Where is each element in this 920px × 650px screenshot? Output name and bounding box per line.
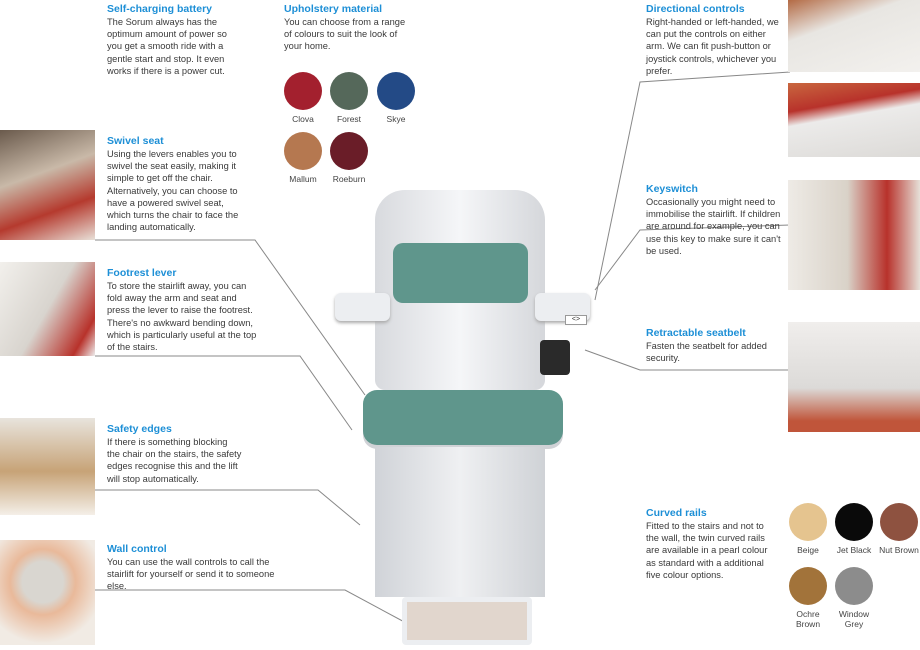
- wall-title: Wall control: [107, 543, 167, 555]
- safety-text: If there is something blocking the chair…: [107, 437, 242, 484]
- swatch-circle: [835, 567, 873, 605]
- swatch-circle: [880, 503, 918, 541]
- keyswitch-photo: [788, 180, 920, 290]
- swatch-label: Skye: [386, 114, 406, 124]
- footrest-title: Footrest lever: [107, 267, 177, 279]
- stairlift-chair: <>: [330, 185, 610, 650]
- chair-base: [375, 447, 545, 597]
- seatbelt-text: Fasten the seatbelt for added security.: [646, 341, 767, 364]
- rails-text: Fitted to the stairs and not to the wall…: [646, 521, 768, 580]
- swatch-circle: [284, 72, 322, 110]
- seatbelt-title: Retractable seatbelt: [646, 327, 746, 339]
- swatch-forest: Forest: [330, 72, 368, 124]
- swatch-label: Clova: [292, 114, 314, 124]
- rails-title: Curved rails: [646, 507, 707, 519]
- rail-swatch-jet-black: Jet Black: [834, 503, 874, 555]
- swatch-label: Roeburn: [332, 174, 366, 184]
- swivel-title: Swivel seat: [107, 135, 164, 147]
- keyswitch-text: Occasionally you might need to immobilis…: [646, 197, 781, 256]
- swatch-roeburn: Roeburn: [330, 132, 368, 184]
- swatch-label: Window Grey: [838, 609, 870, 629]
- footrest-feature: Footrest lever To store the stairlift awa…: [107, 267, 262, 353]
- seatbelt-photo: [788, 322, 920, 432]
- swatch-label: Beige: [797, 545, 819, 555]
- swatch-mallum: Mallum: [284, 132, 322, 184]
- left-armrest: [335, 293, 390, 321]
- swivel-seat-photo: [0, 130, 95, 240]
- upholstery-title: Upholstery material: [284, 3, 383, 15]
- directional-controls-photo-1: [788, 0, 920, 72]
- rail-swatch-ochre-brown: Ochre Brown: [788, 567, 828, 629]
- rail-swatch-window-grey: Window Grey: [834, 567, 874, 629]
- directional-controls-photo-2: [788, 83, 920, 157]
- safety-edges-photo: [0, 418, 95, 515]
- upholstery-text: You can choose from a range of colours t…: [284, 17, 406, 52]
- safety-title: Safety edges: [107, 423, 172, 435]
- battery-text: The Sorum always has the optimum amount …: [107, 17, 227, 76]
- seatbelt-holder: [540, 340, 570, 375]
- rail-swatch-beige: Beige: [788, 503, 828, 555]
- swivel-text: Using the levers enables you to swivel t…: [107, 149, 239, 233]
- swatch-circle: [330, 72, 368, 110]
- swatch-circle: [789, 503, 827, 541]
- directional-text: Right-handed or left-handed, we can put …: [646, 17, 779, 76]
- footrest-lever-photo: [0, 262, 95, 356]
- swatch-label: Nut Brown: [879, 545, 919, 555]
- swatch-clova: Clova: [284, 72, 322, 124]
- swatch-label: Mallum: [289, 174, 317, 184]
- backrest-cushion: [393, 243, 528, 303]
- swatch-label: Ochre Brown: [795, 609, 821, 629]
- swatch-circle: [377, 72, 415, 110]
- swatch-label: Jet Black: [836, 545, 872, 555]
- wall-control-photo: [0, 540, 95, 645]
- footrest: [402, 597, 532, 645]
- swatch-label: Forest: [336, 114, 362, 124]
- swatch-circle: [284, 132, 322, 170]
- directional-title: Directional controls: [646, 3, 745, 15]
- seat-cushion: [363, 390, 563, 445]
- swatch-circle: [789, 567, 827, 605]
- safety-feature: Safety edges If there is something blocki…: [107, 423, 242, 485]
- keyswitch-title: Keyswitch: [646, 183, 698, 195]
- control-buttons[interactable]: <>: [565, 315, 587, 325]
- battery-title: Self-charging battery: [107, 3, 213, 15]
- swatch-circle: [835, 503, 873, 541]
- footrest-text: To store the stairlift away, you can fol…: [107, 281, 257, 353]
- swatch-circle: [330, 132, 368, 170]
- rail-swatch-nut-brown: Nut Brown: [879, 503, 919, 555]
- wall-text: You can use the wall controls to call th…: [107, 557, 275, 592]
- swatch-skye: Skye: [377, 72, 415, 124]
